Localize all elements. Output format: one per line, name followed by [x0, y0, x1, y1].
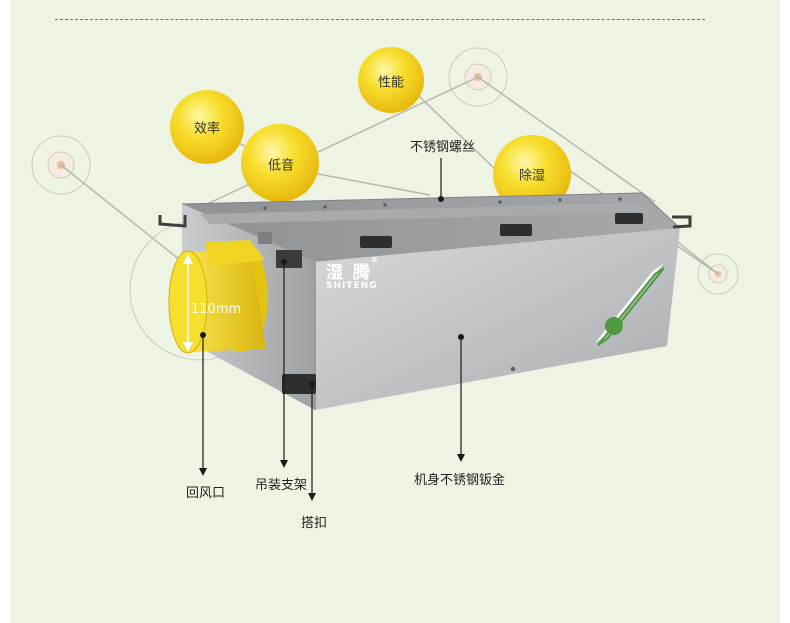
- callout-arrowheads: [199, 196, 465, 501]
- cert-badge-icon: [605, 317, 623, 335]
- duct-dimension-label: 110mm: [191, 302, 242, 317]
- brand-logo-cn: 湿 腾: [326, 263, 372, 283]
- callout-air-return: 回风口: [186, 486, 226, 501]
- dehumidifier-unit: [158, 192, 692, 410]
- brand-logo-en: SHITENG: [326, 281, 378, 291]
- feature-ball-performance: [358, 47, 424, 113]
- callout-buckle: 搭扣: [301, 516, 328, 531]
- feature-label-efficiency: 效率: [193, 121, 221, 137]
- callout-hanging-bracket: 吊装支架: [255, 478, 308, 493]
- buckle-latch: [282, 374, 316, 394]
- callout-stainless-body: 机身不锈钢钣金: [414, 473, 506, 488]
- feature-ball-dehumidify: [493, 135, 571, 213]
- feature-label-low-noise: 低音: [267, 158, 295, 174]
- feature-label-performance: 性能: [377, 75, 405, 91]
- feature-ball-efficiency: [170, 90, 244, 164]
- feature-ball-low-noise: [241, 124, 319, 202]
- callout-stainless-screw: 不锈钢螺丝: [410, 140, 476, 155]
- callout-lines: [202, 158, 462, 495]
- brand-registered-mark: ®: [371, 256, 378, 264]
- top-dashed-divider: [55, 19, 705, 20]
- feature-label-dehumidify: 除湿: [518, 168, 546, 184]
- hanging-bracket: [276, 250, 302, 268]
